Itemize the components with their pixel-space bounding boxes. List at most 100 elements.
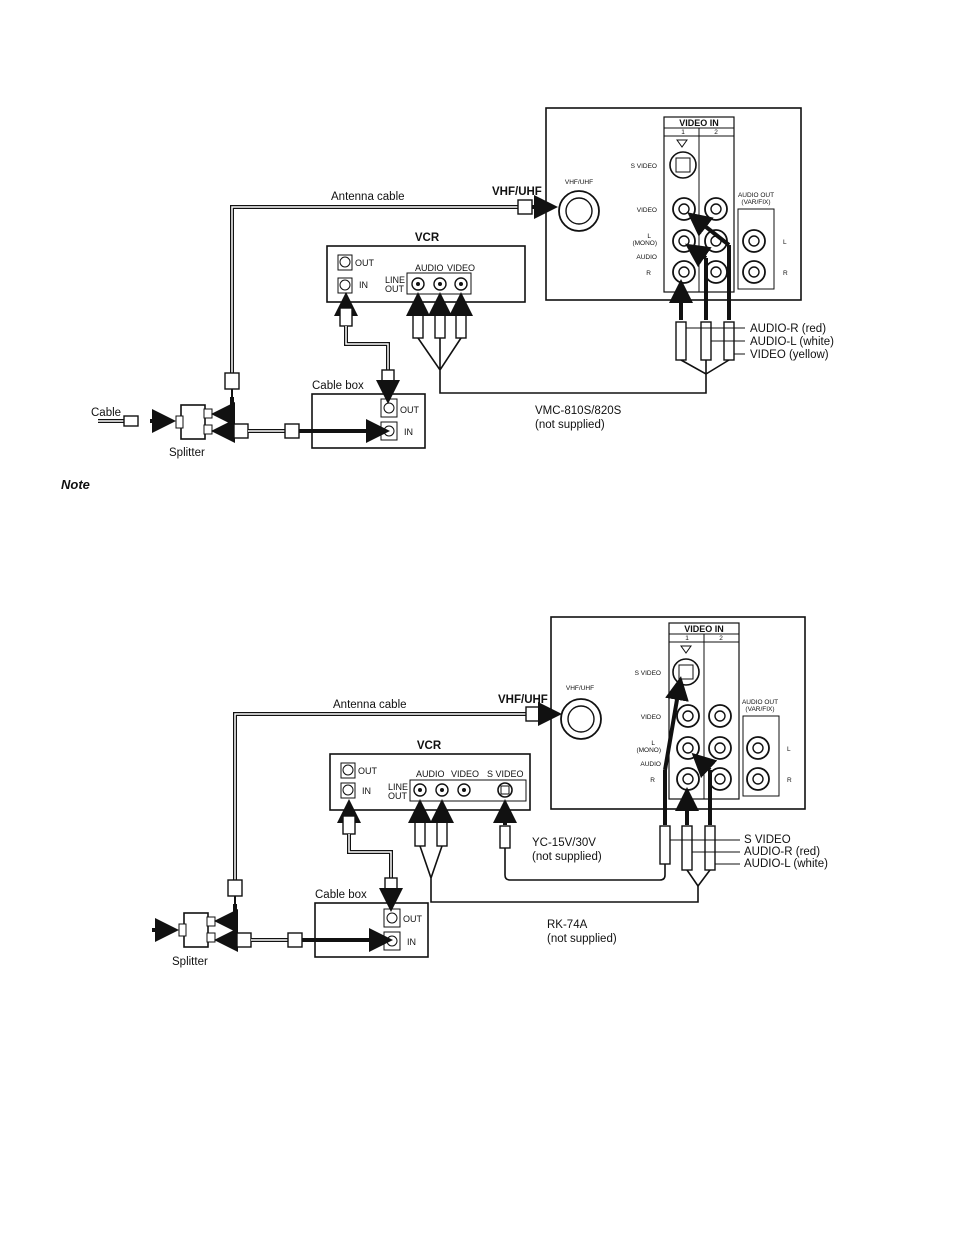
- vcr-audio-r-jack: [433, 277, 447, 291]
- audio-out-r-label: R: [783, 270, 788, 277]
- cable-label: Cable: [91, 407, 121, 419]
- video-jack-1: [676, 704, 700, 728]
- antenna-cable-label: Antenna cable: [331, 191, 405, 203]
- tv-rear-panel: VIDEO IN 1 2 S VIDEO VIDEO L (MONO) AUDI…: [550, 616, 806, 810]
- vcr-line-label: LINE: [388, 782, 408, 792]
- vhf-uhf-jack: [560, 698, 602, 740]
- cable-box-in-label: IN: [404, 427, 413, 437]
- splitter-label: Splitter: [169, 447, 205, 459]
- av-cable-note: (not supplied): [535, 419, 605, 431]
- vcr-out-label: OUT: [355, 258, 375, 268]
- cable-box-out-label: OUT: [400, 405, 420, 415]
- diagram-2: VIDEO IN 1 2 S VIDEO VIDEO L (MONO) AUDI…: [152, 616, 828, 968]
- vcr-audio-l-jack: [411, 277, 425, 291]
- audio-r-jack-2: [704, 260, 728, 284]
- splitter: [98, 397, 390, 443]
- cable-box-title: Cable box: [312, 380, 364, 392]
- s-video-cable-note: (not supplied): [532, 851, 602, 863]
- antenna-cable: [224, 195, 558, 397]
- var-fix-label: (VAR/FIX): [741, 199, 770, 206]
- audio-out-label: AUDIO OUT: [738, 192, 774, 199]
- vcr-line-label: LINE: [385, 275, 405, 285]
- audio-out-l-jack: [746, 736, 770, 760]
- input-2-label: 2: [714, 129, 718, 136]
- vcr-line-out-label: OUT: [388, 791, 408, 801]
- tv-rear-panel: VIDEO IN 1 2 S VIDEO VIDEO L (MONO) AUDI…: [545, 107, 802, 301]
- audio-r-jack-1: [672, 260, 696, 284]
- audio-out-l-jack: [742, 229, 766, 253]
- vcr-audio-label: AUDIO: [415, 263, 444, 273]
- audio-label: AUDIO: [636, 254, 657, 261]
- audio-cable-model: RK-74A: [547, 919, 588, 931]
- cable-box-title: Cable box: [315, 889, 367, 901]
- s-video-cable-model: YC-15V/30V: [532, 837, 596, 849]
- plug-label-audio-r: AUDIO-R (red): [744, 846, 820, 858]
- vcr-to-cable-box-cable: [334, 292, 400, 404]
- video-in-header: VIDEO IN: [679, 118, 719, 128]
- audio-out-r-jack: [742, 260, 766, 284]
- cable-box: [314, 902, 429, 958]
- video-jack-2: [704, 197, 728, 221]
- vhf-uhf-label: VHF/UHF: [498, 694, 548, 706]
- vcr-audio-l-jack: [413, 783, 427, 797]
- audio-label: AUDIO: [640, 761, 661, 768]
- vcr-video-label: VIDEO: [447, 263, 475, 273]
- audio-l-jack-1: [676, 736, 700, 760]
- plug-label-audio-l: AUDIO-L (white): [750, 336, 834, 348]
- audio-cable-note: (not supplied): [547, 933, 617, 945]
- vcr-audio-label: AUDIO: [416, 769, 445, 779]
- audio-r-jack-2: [708, 767, 732, 791]
- input-2-label: 2: [719, 635, 723, 642]
- audio-r-jack-1: [676, 767, 700, 791]
- vhf-uhf-jack: [558, 190, 600, 232]
- video-jack-2: [708, 704, 732, 728]
- s-video-label: S VIDEO: [631, 163, 657, 170]
- audio-cable: [408, 752, 740, 903]
- mono-label: (MONO): [636, 747, 661, 754]
- cable-box-in-label: IN: [407, 937, 416, 947]
- vcr-video-jack: [454, 277, 468, 291]
- audio-out-label: AUDIO OUT: [742, 699, 778, 706]
- s-video-label: S VIDEO: [635, 670, 661, 677]
- plug-label-video: VIDEO (yellow): [750, 349, 829, 361]
- panel-vhf-uhf-label: VHF/UHF: [565, 179, 593, 186]
- antenna-cable: [227, 702, 562, 904]
- note-heading: Note: [61, 477, 90, 492]
- input-1-label: 1: [685, 635, 689, 642]
- vcr: [329, 753, 531, 811]
- input-1-label: 1: [681, 129, 685, 136]
- l-label: L: [647, 233, 651, 240]
- audio-out-l-label: L: [787, 746, 791, 753]
- audio-l-jack-1: [672, 229, 696, 253]
- plug-label-s-video: S VIDEO: [744, 834, 791, 846]
- audio-out-l-label: L: [783, 239, 787, 246]
- vcr-audio-r-jack: [435, 783, 449, 797]
- vcr-out-label: OUT: [358, 766, 378, 776]
- vcr-to-cable-box-cable: [337, 799, 403, 912]
- vcr-in-label: IN: [362, 786, 371, 796]
- vcr-s-video-jack: [497, 782, 513, 798]
- video-in-header: VIDEO IN: [684, 624, 724, 634]
- r-label: R: [650, 777, 655, 784]
- video-label: VIDEO: [641, 714, 661, 721]
- vcr-title: VCR: [417, 740, 442, 752]
- splitter-label: Splitter: [172, 956, 208, 968]
- audio-out-r-jack: [746, 767, 770, 791]
- av-cable: [406, 212, 745, 394]
- cable-box-out-label: OUT: [403, 914, 423, 924]
- audio-out-r-label: R: [787, 777, 792, 784]
- s-video-jack: [669, 151, 697, 179]
- diagram-1: VIDEO IN 1 2 S VIDEO VIDEO L (MONO) AUDI…: [91, 107, 834, 459]
- plug-label-audio-r: AUDIO-R (red): [750, 323, 826, 335]
- r-label: R: [646, 270, 651, 277]
- video-jack-1: [672, 197, 696, 221]
- cable-box: [311, 393, 426, 449]
- plug-label-audio-l: AUDIO-L (white): [744, 858, 828, 870]
- audio-l-jack-2: [708, 736, 732, 760]
- vcr-s-video-label: S VIDEO: [487, 769, 524, 779]
- panel-vhf-uhf-label: VHF/UHF: [566, 685, 594, 692]
- vcr-title: VCR: [415, 232, 440, 244]
- s-video-cable: [493, 676, 689, 881]
- mono-label: (MONO): [632, 240, 657, 247]
